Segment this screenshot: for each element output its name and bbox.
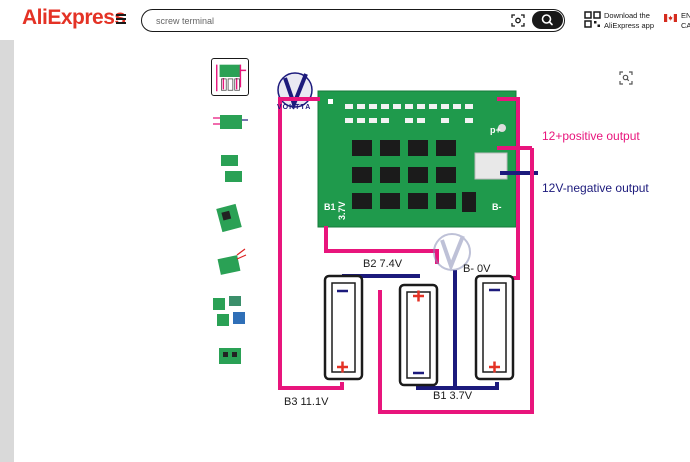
top-header: AliExpress Download the AliExpress app	[0, 0, 690, 40]
search-icon	[541, 14, 553, 26]
aliexpress-logo[interactable]: AliExpress	[22, 6, 126, 29]
battery-b1	[474, 274, 515, 381]
image-search-icon[interactable]	[511, 14, 525, 27]
gallery-thumbnail-6[interactable]	[211, 292, 249, 330]
main-product-image[interactable]: B1 B- p+ 3.7V	[270, 63, 649, 423]
battery-b2	[398, 283, 439, 387]
thumbnail-image	[213, 115, 248, 129]
search-button[interactable]	[532, 11, 563, 29]
download-app-link[interactable]: Download the AliExpress app	[604, 11, 654, 31]
bms-pcb-board: B1 B- p+ 3.7V	[317, 90, 517, 228]
thumbnail-image	[221, 155, 242, 182]
thumbnail-image	[217, 248, 247, 275]
voktta-logo	[277, 72, 313, 110]
bminus-voltage-label: B- 0V	[463, 263, 491, 275]
gallery-thumbnail-4[interactable]	[211, 198, 249, 236]
download-app-line1: Download the	[604, 11, 650, 20]
gallery-thumbnail-5[interactable]	[211, 245, 249, 283]
language-currency-selector[interactable]: EN/ CAD	[681, 11, 690, 31]
zoom-icon[interactable]	[619, 71, 633, 85]
svg-text:3.7V: 3.7V	[337, 201, 347, 220]
svg-text:B1: B1	[324, 202, 336, 212]
svg-text:B-: B-	[492, 202, 502, 212]
gallery-thumbnail-7[interactable]	[211, 338, 249, 376]
thumbnail-image	[216, 64, 247, 92]
language-label: EN/	[681, 11, 690, 20]
menu-icon[interactable]	[116, 14, 126, 24]
wiring-diagram: B1 B- p+ 3.7V	[277, 72, 538, 414]
brand-label: VOKTTA	[277, 104, 312, 111]
canada-flag-icon[interactable]	[664, 14, 677, 22]
search-bar	[141, 9, 565, 32]
svg-text:p+: p+	[490, 125, 501, 135]
search-input[interactable]	[156, 14, 486, 28]
thumbnail-image	[219, 348, 241, 364]
battery-b3	[323, 274, 364, 381]
gallery-thumbnail-3[interactable]	[211, 151, 249, 189]
b2-voltage-label: B2 7.4V	[363, 258, 403, 270]
b3-voltage-label: B3 11.1V	[284, 396, 329, 408]
currency-label: CAD	[681, 21, 690, 30]
voktta-watermark	[433, 233, 471, 272]
qr-code-icon[interactable]	[584, 11, 601, 28]
thumbnail-image	[213, 296, 245, 326]
positive-output-label: 12+positive output	[542, 129, 640, 143]
negative-output-label: 12V-negative output	[542, 181, 649, 195]
download-app-line2: AliExpress app	[604, 21, 655, 30]
gallery-thumbnail-2[interactable]	[211, 104, 249, 142]
b1-voltage-label: B1 3.7V	[433, 390, 473, 402]
gallery-thumbnail-1[interactable]	[211, 58, 249, 96]
thumbnail-image	[216, 203, 242, 233]
